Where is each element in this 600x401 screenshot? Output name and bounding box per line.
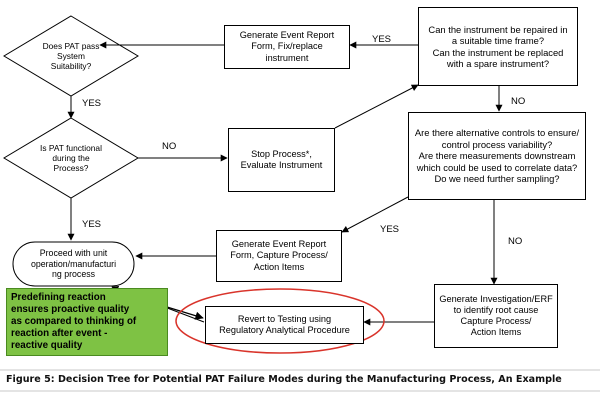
arrow-alternative-to-event-capture xyxy=(341,196,409,233)
arrow-callout-to-revert xyxy=(166,306,204,320)
node-proceed-text: Proceed with unit operation/manufacturi … xyxy=(30,248,117,280)
label-yes-functional: YES xyxy=(82,219,102,230)
label-yes-repair: YES xyxy=(372,34,392,45)
highlight-ellipse xyxy=(175,288,385,354)
node-pat-functional-text: Is PAT functional during the Process? xyxy=(40,142,102,174)
node-pat-pass-text: Does PAT pass System Suitability? xyxy=(42,40,100,72)
node-generate-investigation: Generate Investigation/ERF to identify r… xyxy=(434,284,558,348)
node-alternative-controls: Are there alternative controls to ensure… xyxy=(408,112,586,200)
node-instrument-repair: Can the instrument be repaired in a suit… xyxy=(418,7,578,86)
label-no-repair: NO xyxy=(511,96,526,107)
label-no-functional: NO xyxy=(162,141,177,152)
node-generate-event-fix: Generate Event Report Form, Fix/replace … xyxy=(224,25,350,69)
node-revert-testing: Revert to Testing using Regulatory Analy… xyxy=(205,306,364,344)
arrow-stop-to-repair xyxy=(334,84,419,129)
label-yes-alternative: YES xyxy=(380,224,400,235)
node-generate-event-capture: Generate Event Report Form, Capture Proc… xyxy=(216,230,342,282)
label-yes-pass: YES xyxy=(82,98,102,109)
figure-caption: Figure 5: Decision Tree for Potential PA… xyxy=(6,374,562,385)
label-no-alternative: NO xyxy=(508,236,523,247)
proceed-shape xyxy=(12,241,135,287)
node-stop-process: Stop Process*, Evaluate Instrument xyxy=(228,128,335,192)
proactive-quality-callout: Predefining reaction ensures proactive q… xyxy=(6,288,168,356)
